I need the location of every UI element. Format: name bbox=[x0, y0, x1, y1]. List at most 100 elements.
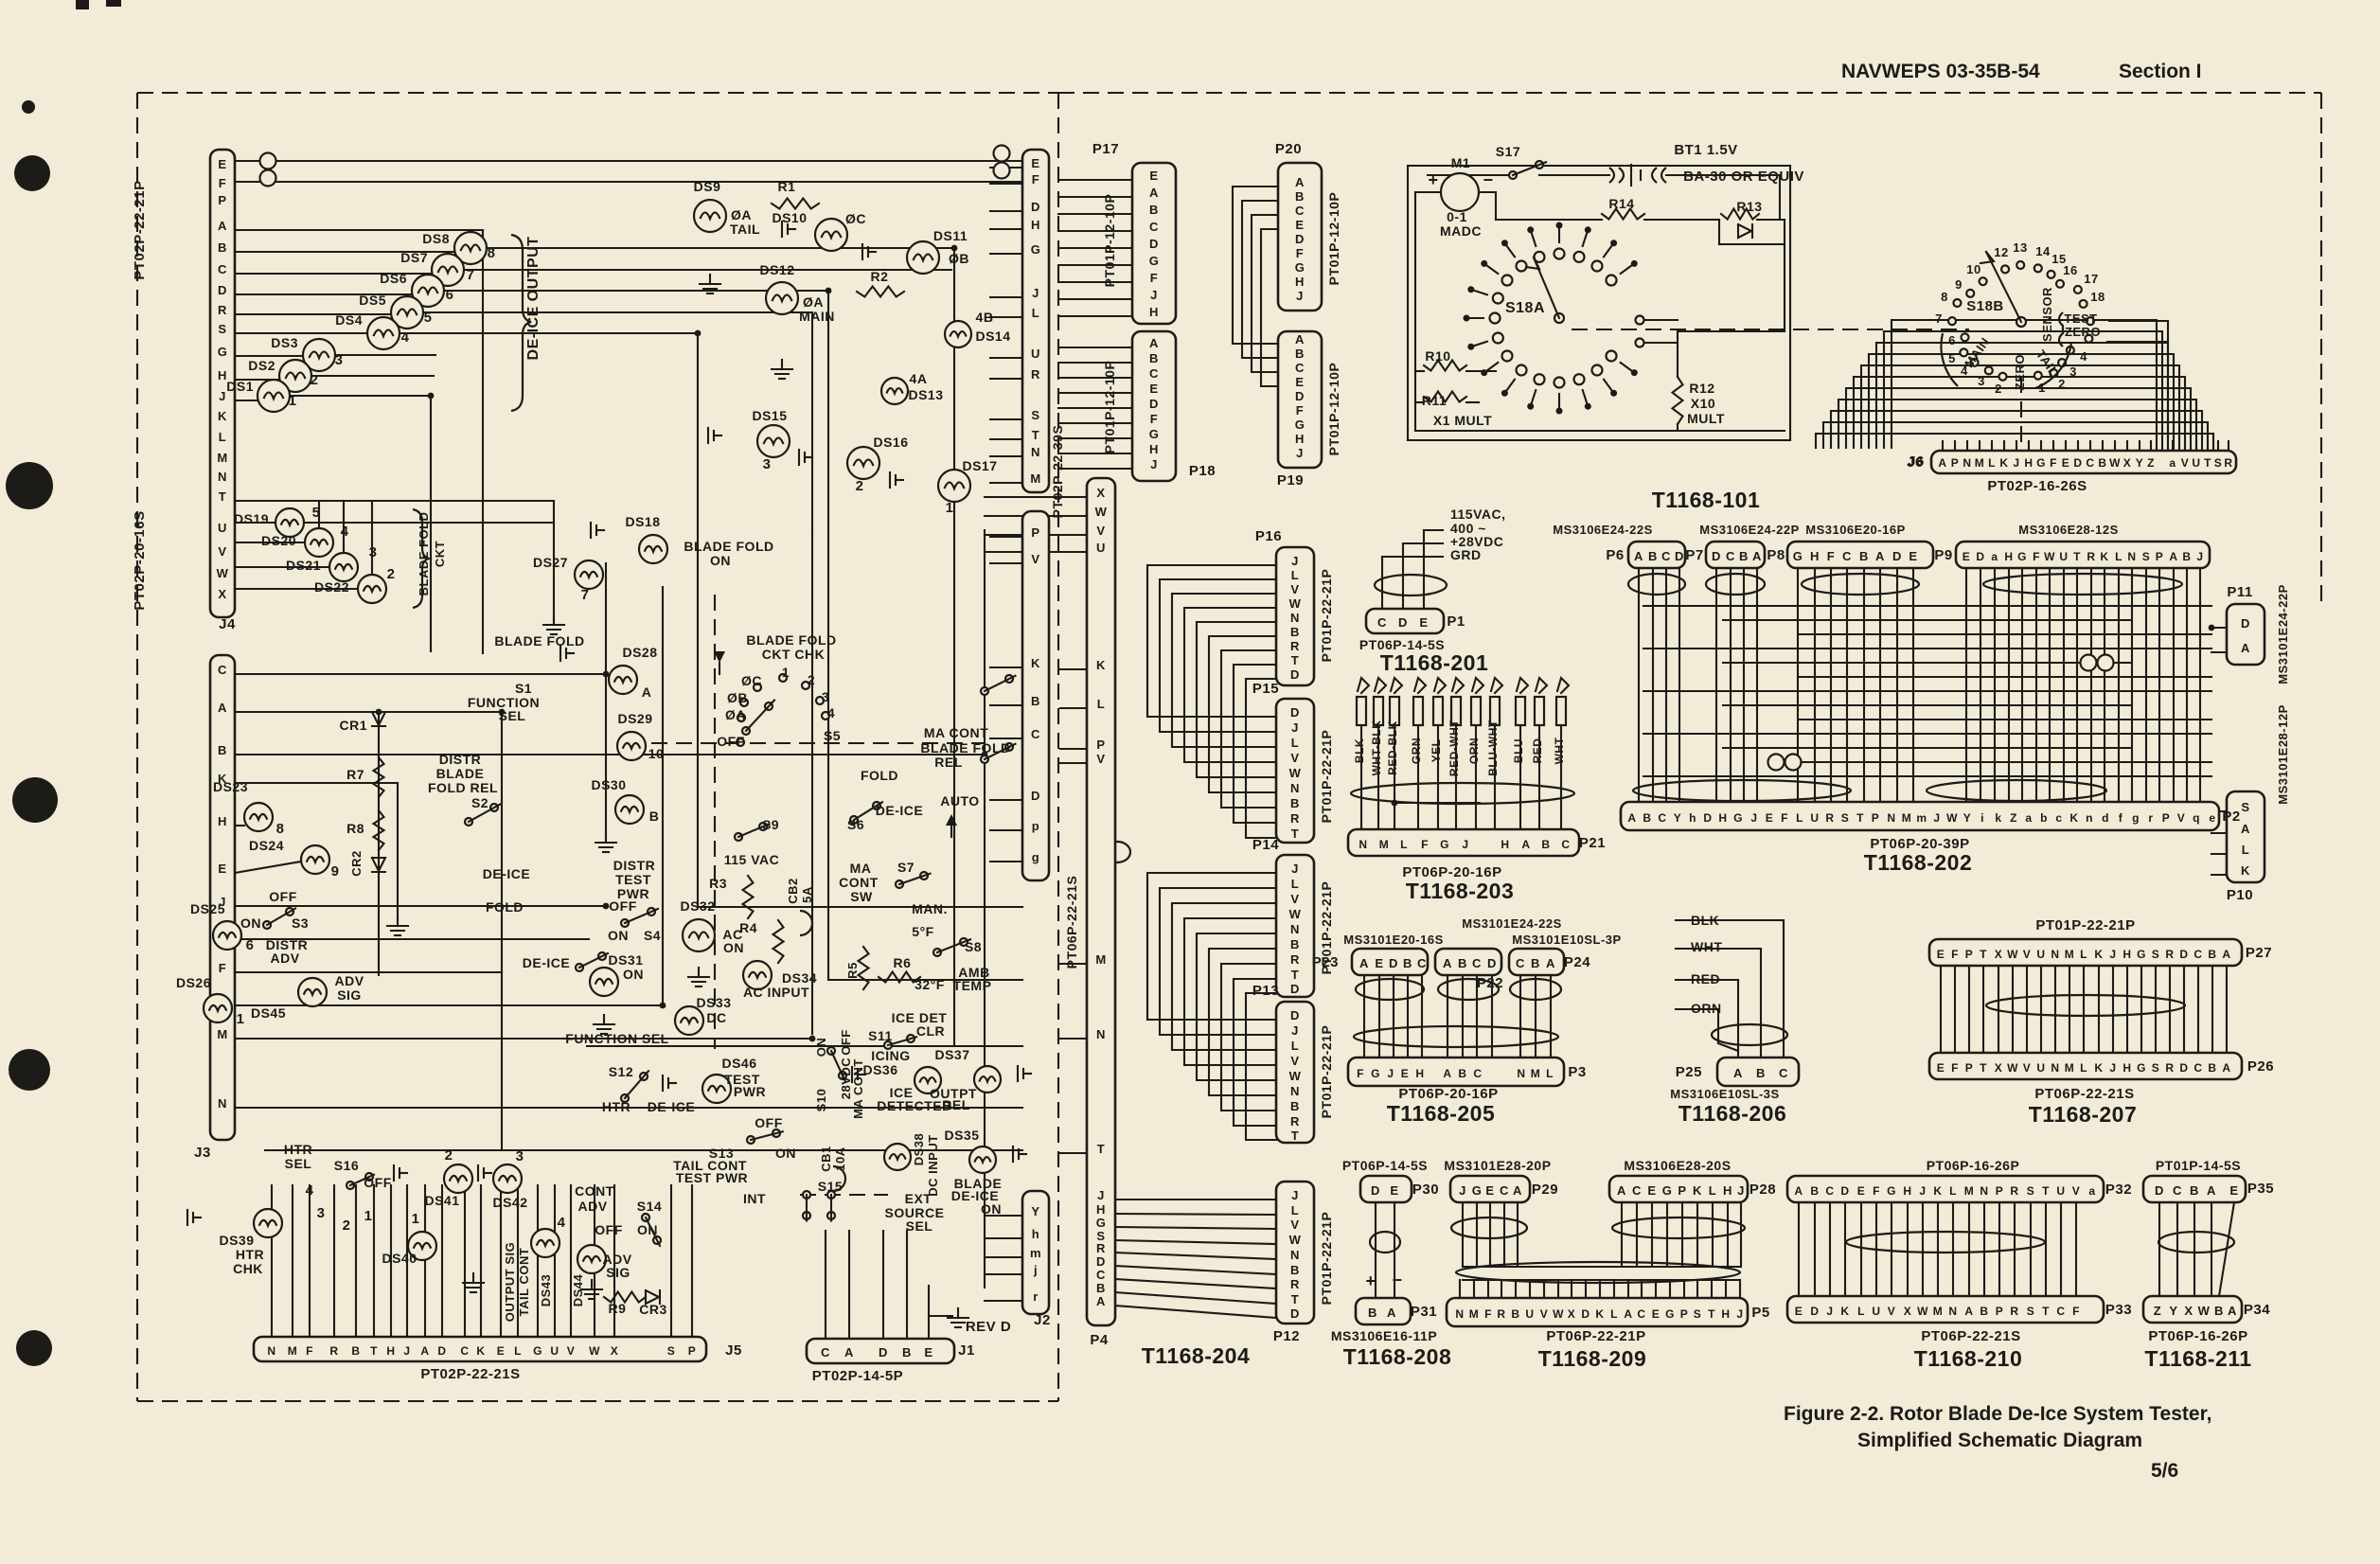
schematic-label: BLADE FOLD bbox=[746, 632, 836, 648]
connector-pin: P bbox=[218, 193, 226, 207]
connector-label: P35 bbox=[2247, 1181, 2274, 1197]
connector-pin: B bbox=[1295, 189, 1305, 204]
schematic-label: PT01P-12-10P bbox=[1326, 363, 1341, 456]
lamp-filament bbox=[333, 562, 354, 573]
schematic-label: 12 bbox=[1994, 245, 2008, 259]
schematic-label: ON bbox=[608, 928, 629, 943]
schematic-label: S12 bbox=[609, 1064, 633, 1079]
connector-label: P29 bbox=[1532, 1182, 1558, 1198]
junction-dot bbox=[825, 287, 832, 294]
schematic-label: MS3101E28-12P bbox=[2276, 704, 2290, 805]
connector-pin: E bbox=[2229, 1183, 2238, 1198]
switch-contact bbox=[800, 680, 811, 691]
wire bbox=[467, 802, 503, 824]
connector-label: P25 bbox=[1676, 1064, 1702, 1080]
connector-pin: W bbox=[2007, 948, 2018, 961]
lamp-filament bbox=[262, 391, 285, 402]
connector-P21 bbox=[1346, 827, 1581, 858]
connector-pin: a bbox=[2025, 811, 2032, 825]
schematic-label: 3 bbox=[516, 1148, 524, 1164]
schematic-label: DISTR bbox=[266, 937, 309, 952]
connector-pin: N bbox=[1980, 1184, 1988, 1198]
connector-label: P16 bbox=[1255, 528, 1282, 544]
connector-pin: r bbox=[1033, 1289, 1039, 1304]
wire bbox=[1219, 649, 1278, 809]
connector-pin: A bbox=[1733, 1066, 1743, 1080]
rotary-contact bbox=[2054, 278, 2066, 289]
connector-pin: C bbox=[1149, 220, 1159, 234]
connector-pin: R bbox=[218, 303, 227, 317]
rotary-contact bbox=[1946, 316, 1958, 327]
schematic-label: DS6 bbox=[380, 271, 407, 286]
connector-pin: n bbox=[2086, 811, 2093, 825]
connector-pin: R bbox=[2010, 1305, 2018, 1318]
cable-clamp-icon bbox=[1354, 977, 1426, 1002]
connector-pin: X bbox=[2123, 456, 2132, 470]
schematic-label: HTR bbox=[602, 1099, 631, 1114]
binder-hole-icon bbox=[22, 100, 35, 114]
connector-pin: F bbox=[219, 961, 226, 975]
wire bbox=[644, 1289, 662, 1306]
schematic-label: 28VDC bbox=[839, 1057, 853, 1100]
connector-pin: E bbox=[218, 157, 226, 171]
wire bbox=[1113, 1277, 1278, 1290]
schematic-label: 32°F bbox=[915, 977, 945, 992]
schematic-label: 3 bbox=[1978, 374, 1985, 388]
connector-pin: B bbox=[2182, 550, 2191, 563]
schematic-label: T1168-210 bbox=[1914, 1346, 2022, 1371]
schematic-label: S9 bbox=[762, 817, 779, 832]
schematic-label: 1 bbox=[2038, 381, 2046, 395]
connector-pin: q bbox=[2193, 811, 2200, 825]
connector-pin: H bbox=[2122, 1061, 2131, 1075]
connector-pin: W bbox=[1289, 907, 1302, 921]
schematic-label: OFF bbox=[364, 1175, 392, 1190]
caption-line2: Simplified Schematic Diagram bbox=[1857, 1430, 2143, 1451]
connector-pin: X bbox=[218, 587, 226, 601]
wire bbox=[371, 755, 386, 799]
connector-P19 bbox=[1276, 329, 1323, 470]
connector-P25 bbox=[1715, 1056, 1801, 1088]
wire bbox=[1502, 241, 1517, 258]
lamp-filament bbox=[436, 265, 459, 276]
connector-pin: D bbox=[2179, 948, 2188, 961]
connector-pin: G bbox=[1662, 1183, 1673, 1198]
connector-pin: R bbox=[2224, 456, 2232, 470]
connector-pin: D bbox=[218, 283, 227, 297]
connector-pin: H bbox=[218, 814, 227, 828]
connector-pin: g bbox=[1032, 850, 1039, 864]
wire bbox=[1158, 578, 1278, 734]
connector-pin: R bbox=[1290, 1114, 1300, 1129]
connector-pin: D bbox=[1290, 667, 1300, 682]
cable-clamp-icon bbox=[1844, 1230, 2047, 1254]
connector-pin: H bbox=[1096, 1202, 1106, 1217]
schematic-label: T1168-207 bbox=[2029, 1102, 2137, 1127]
wire bbox=[983, 674, 1017, 693]
switch-contact bbox=[736, 712, 747, 723]
connector-pin: G bbox=[2017, 550, 2027, 563]
schematic-label: MAIN bbox=[799, 309, 835, 324]
wire bbox=[1984, 250, 2023, 324]
connector-pin: R bbox=[2087, 550, 2095, 563]
connector-pin: B bbox=[1096, 1281, 1106, 1295]
connector-pin: U bbox=[1872, 1305, 1880, 1318]
connector-pin: P bbox=[1965, 948, 1974, 961]
schematic-label: 4 bbox=[341, 524, 349, 540]
indicator-lamp-icon bbox=[692, 198, 728, 234]
schematic-label: WHT bbox=[1691, 939, 1722, 954]
connector-pin: J bbox=[1737, 1183, 1745, 1198]
schematic-label: OUTPT bbox=[930, 1086, 977, 1101]
connector-label: P2 bbox=[2222, 809, 2240, 825]
connector-pin: D bbox=[1149, 237, 1159, 251]
connector-pin: M bbox=[1964, 1184, 1975, 1198]
schematic-label: S3 bbox=[292, 915, 309, 931]
connector-pin: J bbox=[1291, 1023, 1299, 1038]
rotary-contact bbox=[1960, 332, 1970, 343]
cable-clamp-icon bbox=[1800, 572, 1921, 596]
schematic-label: T1168-101 bbox=[1652, 488, 1760, 512]
lamp-filament bbox=[578, 570, 599, 580]
schematic-label: BLADE FOLD bbox=[920, 740, 1010, 755]
wire bbox=[1207, 634, 1278, 794]
rotary-contact bbox=[1491, 331, 1504, 345]
indicator-lamp-icon bbox=[365, 315, 401, 351]
